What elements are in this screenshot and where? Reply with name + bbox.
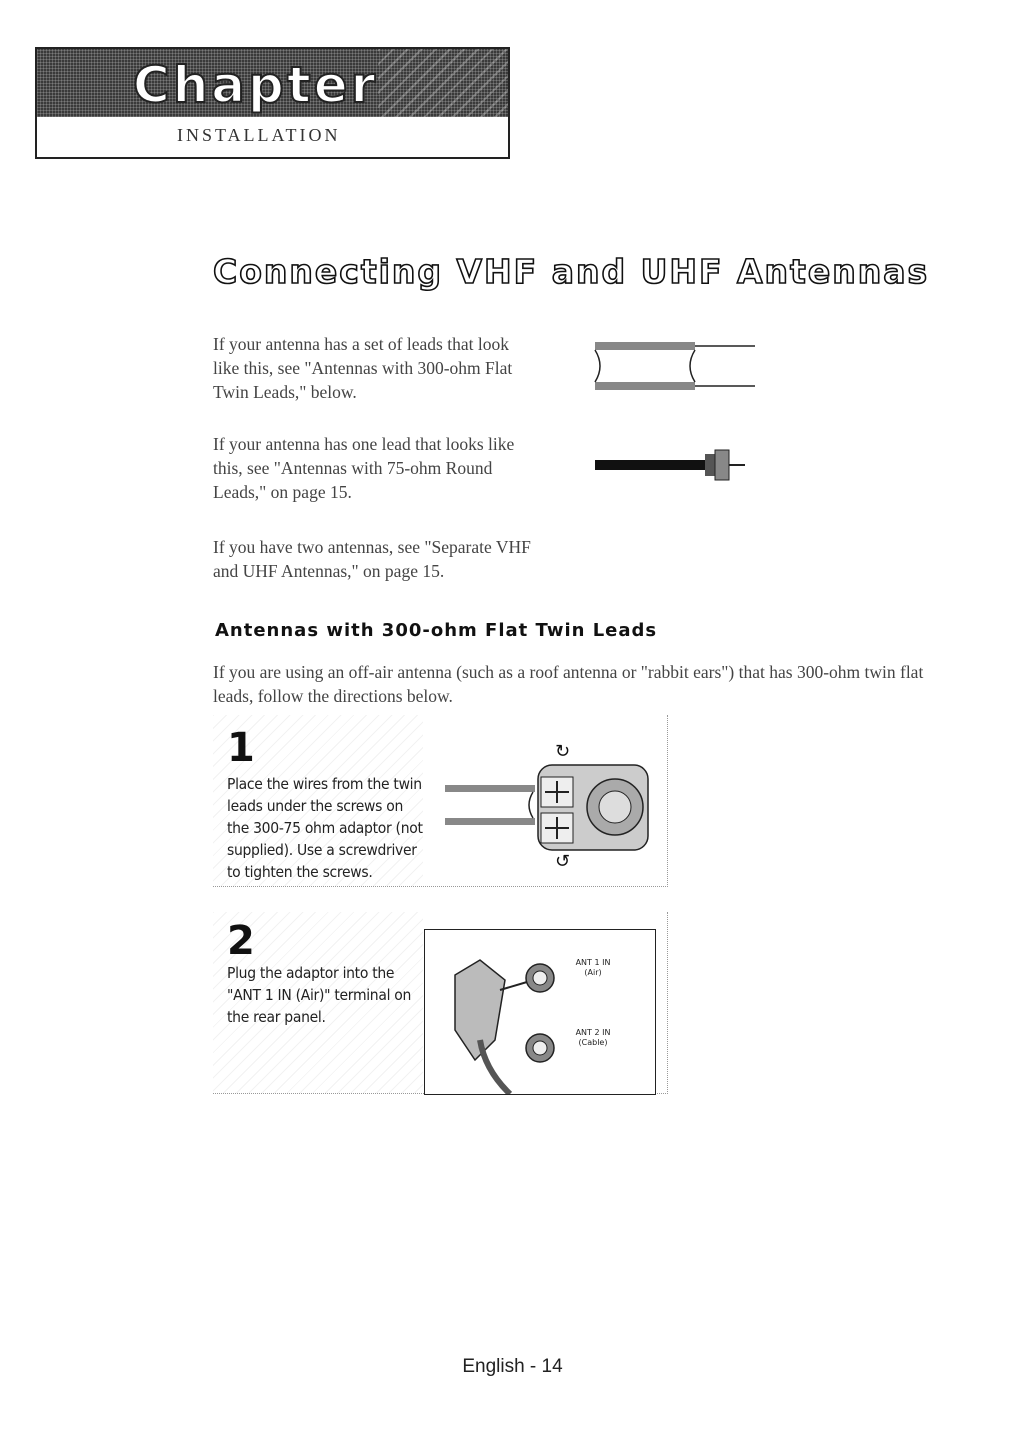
step-1-text: Place the wires from the twin leads unde… (227, 775, 423, 881)
round-lead-connector-nut (705, 454, 715, 476)
intro-paragraph-2: If your antenna has one lead that looks … (213, 434, 515, 502)
round-lead-connector (714, 449, 730, 481)
step-2-panel: 2 Plug the adaptor into the "ANT 1 IN (A… (213, 912, 668, 1095)
round-lead-cable (595, 460, 705, 470)
chapter-header: Chapter Two INSTALLATION (35, 47, 510, 159)
ant1-label-main: ANT 1 IN (575, 958, 611, 967)
twin-lead-end-left (594, 349, 601, 383)
ant1-label: ANT 1 IN (Air) (573, 958, 613, 978)
connection-line (499, 981, 528, 991)
chapter-band-decoration (378, 49, 508, 117)
twin-lead-wire-bottom (595, 382, 695, 390)
rotate-arrow-top-icon: ↻ (555, 741, 570, 762)
ant2-label-main: ANT 2 IN (575, 1028, 611, 1037)
section-body: If you are using an off-air antenna (suc… (213, 662, 924, 706)
step-1-number: 1 (227, 725, 255, 771)
ant2-label-sub: (Cable) (578, 1038, 608, 1047)
step-1-panel: 1 Place the wires from the twin leads un… (213, 715, 668, 887)
twin-lead-wire-top (595, 342, 695, 350)
step-1-text-area (213, 715, 423, 886)
adaptor-lead-top (445, 785, 535, 792)
ant2-terminal-inner (532, 1040, 548, 1056)
step-2-text: Plug the adaptor into the "ANT 1 IN (Air… (227, 964, 412, 1026)
adaptor-illustration: ↻ ↺ (445, 741, 649, 872)
ant1-label-sub: (Air) (584, 968, 602, 977)
page-number: English - 14 (462, 1356, 563, 1377)
adaptor-plug (454, 959, 506, 1062)
rear-panel-illustration: ANT 1 IN (Air) ANT 2 IN (Cable) (424, 929, 656, 1095)
chapter-band: Chapter Two (37, 49, 508, 117)
adaptor-lead-end (528, 791, 534, 819)
page-title: Connecting VHF and UHF Antennas (212, 251, 930, 292)
chapter-title: Chapter Two (132, 55, 379, 117)
intro-paragraph-3: If you have two antennas, see "Separate … (213, 537, 531, 581)
ant2-label: ANT 2 IN (Cable) (573, 1028, 613, 1048)
section-heading: Antennas with 300-ohm Flat Twin Leads (215, 620, 658, 641)
adaptor-cable (477, 1039, 513, 1094)
round-lead-illustration (595, 449, 745, 481)
twin-lead-illustration (594, 342, 755, 390)
step-2-number: 2 (227, 918, 255, 964)
chapter-subtitle: INSTALLATION (177, 125, 341, 145)
intro-paragraph-1: If your antenna has a set of leads that … (213, 334, 513, 402)
adaptor-socket-inner (598, 790, 632, 824)
ant1-terminal-inner (532, 970, 548, 986)
step-2-text-area (213, 912, 423, 1093)
rear-panel-drawing (454, 959, 555, 1094)
adaptor-lead-bottom (445, 818, 535, 825)
twin-lead-end-right (689, 349, 696, 383)
rotate-arrow-bottom-icon: ↺ (555, 851, 570, 872)
